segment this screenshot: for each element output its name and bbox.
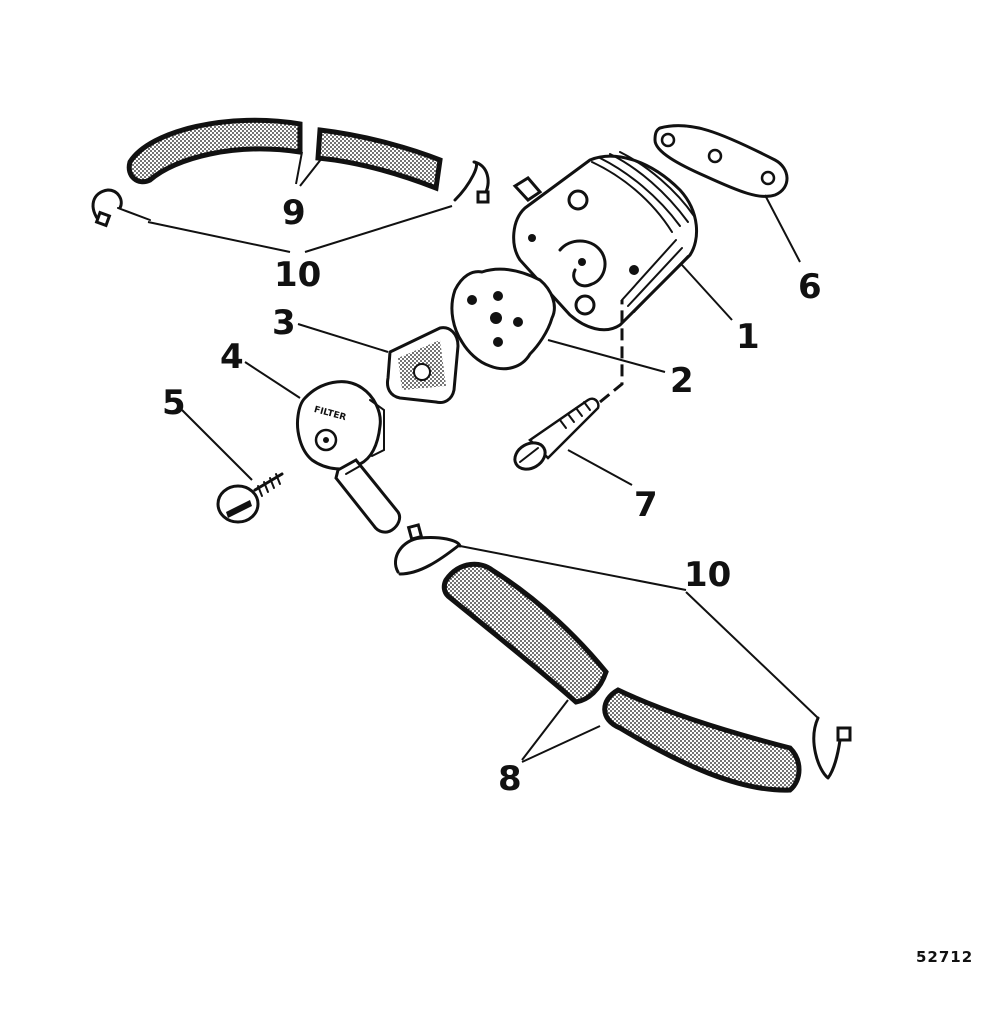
filter-cap: FILTER xyxy=(296,380,402,534)
fuel-pump-body xyxy=(512,151,699,332)
callout-7: 7 xyxy=(634,485,658,525)
hose-upper-right xyxy=(315,127,443,192)
callout-10-lower: 10 xyxy=(684,555,731,595)
clamp-upper-left xyxy=(91,188,151,228)
leader-lines xyxy=(147,151,819,763)
callout-5: 5 xyxy=(162,383,186,423)
cap-screw xyxy=(216,472,284,524)
callout-8: 8 xyxy=(498,759,522,799)
callout-3: 3 xyxy=(272,303,296,343)
gasket-plate xyxy=(653,124,789,198)
diaphragm xyxy=(450,267,556,371)
clamp-lower-right xyxy=(812,716,852,780)
figure-number: 52712 xyxy=(916,948,973,966)
pump-mounting-screw xyxy=(513,300,624,471)
callout-2: 2 xyxy=(670,361,694,401)
callout-6: 6 xyxy=(798,267,822,307)
callout-9: 9 xyxy=(282,193,306,233)
callout-4: 4 xyxy=(220,337,244,377)
callout-10-upper: 10 xyxy=(274,255,321,295)
clamp-upper-right xyxy=(453,160,490,204)
callout-1: 1 xyxy=(736,317,760,357)
hose-upper-left xyxy=(126,117,303,185)
hose-lower-right xyxy=(602,687,802,793)
filter-screen xyxy=(386,326,460,404)
clamp-lower-left xyxy=(394,523,462,576)
hose-lower-left xyxy=(441,561,609,705)
